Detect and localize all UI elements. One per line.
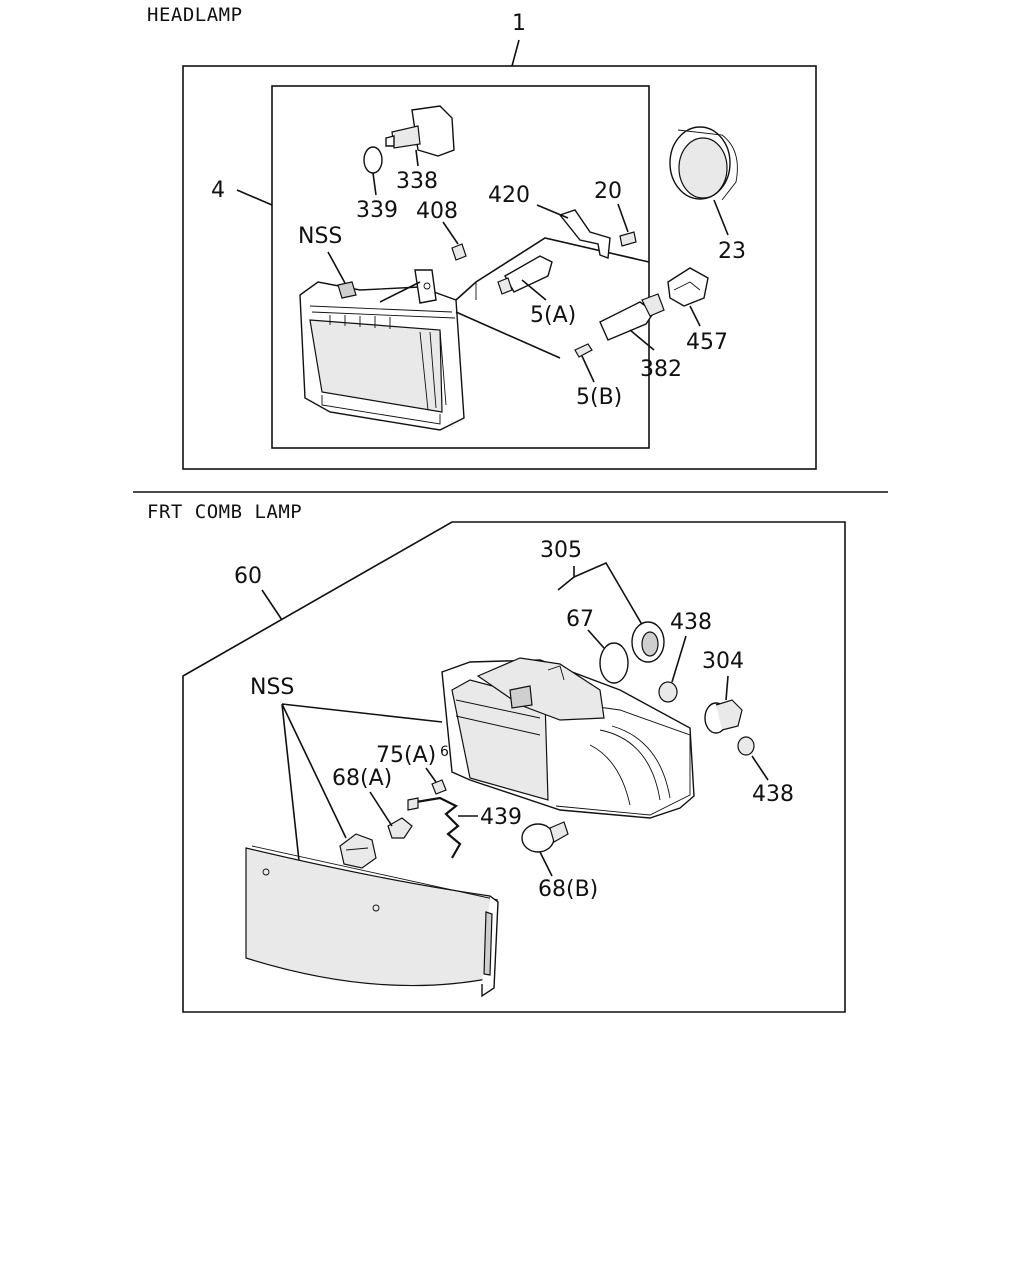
leader-382: [629, 329, 655, 351]
callout-nss-headlamp: NSS: [298, 224, 342, 249]
leader-5a: [521, 279, 547, 301]
part-439-harness: [407, 796, 462, 859]
leader-438b: [751, 755, 769, 781]
leader-68a: [369, 791, 393, 827]
callout-75a-suffix: 6: [440, 744, 449, 760]
callout-339: 339: [356, 198, 398, 223]
leader-339: [372, 172, 377, 196]
part-67: [599, 642, 629, 684]
leader-nss-headlamp: [327, 251, 346, 284]
callout-438b: 438: [752, 782, 794, 807]
leader-20: [617, 203, 629, 233]
comb-lamp-lens: [245, 845, 499, 998]
callout-438a: 438: [670, 610, 712, 635]
leader-438a: [671, 635, 687, 683]
headlamp-section: HEADLAMP 1 4: [147, 4, 817, 470]
callout-1: 1: [512, 11, 526, 36]
leader-457: [689, 305, 701, 327]
part-nss-socket: [339, 833, 377, 869]
comb-lamp-housing: [441, 657, 695, 819]
leader-75a: [425, 767, 437, 783]
callout-304: 304: [702, 649, 744, 674]
headlamp-section-title: HEADLAMP: [147, 4, 243, 26]
leader-304: [725, 675, 729, 701]
leader-420: [536, 204, 569, 219]
part-382-socket: [599, 293, 665, 341]
leader-67: [587, 629, 605, 649]
callout-68a: 68(A): [332, 766, 392, 791]
callout-60: 60: [234, 564, 262, 589]
callout-67: 67: [566, 607, 594, 632]
callout-408: 408: [416, 199, 458, 224]
callout-420: 420: [488, 183, 530, 208]
callout-75a: 75(A): [376, 743, 436, 768]
leader-4: [236, 189, 273, 206]
part-5b-bulb: [574, 343, 593, 358]
leader-nss-comb-lamp: [281, 703, 443, 871]
frt-comb-lamp-section-title: FRT COMB LAMP: [147, 501, 302, 523]
part-438a: [658, 681, 678, 703]
leader-1: [511, 39, 520, 67]
leader-60: [261, 589, 283, 621]
part-23: [669, 126, 738, 201]
callout-439: 439: [480, 805, 522, 830]
leader-5b: [581, 355, 595, 383]
part-68b-bulb: [521, 821, 569, 853]
part-438b: [737, 736, 755, 756]
part-338: [385, 105, 455, 157]
leader-23: [713, 199, 729, 236]
headlamp-assembly-frame: [182, 65, 817, 470]
callout-338: 338: [396, 169, 438, 194]
callout-68b: 68(B): [538, 877, 598, 902]
part-408: [451, 243, 467, 261]
frt-comb-lamp-frame: [182, 521, 846, 1013]
headlamp-unit-frame: [271, 85, 650, 449]
callout-5a: 5(A): [530, 303, 576, 328]
callout-305: 305: [540, 538, 582, 563]
leader-408: [442, 221, 459, 245]
callout-20: 20: [594, 179, 622, 204]
part-305-socket: [631, 621, 665, 663]
part-20: [619, 231, 637, 247]
part-304: [704, 699, 743, 734]
part-457-connector: [667, 267, 709, 307]
headlamp-body: [299, 269, 465, 431]
callout-nss-comb-lamp: NSS: [250, 675, 294, 700]
leader-305: [557, 561, 645, 629]
part-68a-bulb: [387, 817, 413, 839]
part-420: [558, 209, 611, 259]
callout-4: 4: [211, 178, 225, 203]
callout-457: 457: [686, 330, 728, 355]
callout-5b: 5(B): [576, 385, 622, 410]
part-5a-bulb: [497, 255, 553, 295]
part-75a: [431, 779, 447, 795]
leader-338: [415, 149, 419, 167]
leader-68b: [539, 851, 553, 877]
callout-382: 382: [640, 357, 682, 382]
callout-23: 23: [718, 239, 746, 264]
part-339: [363, 146, 383, 174]
frt-comb-lamp-section: FRT COMB LAMP 60 305 67: [147, 501, 846, 1013]
